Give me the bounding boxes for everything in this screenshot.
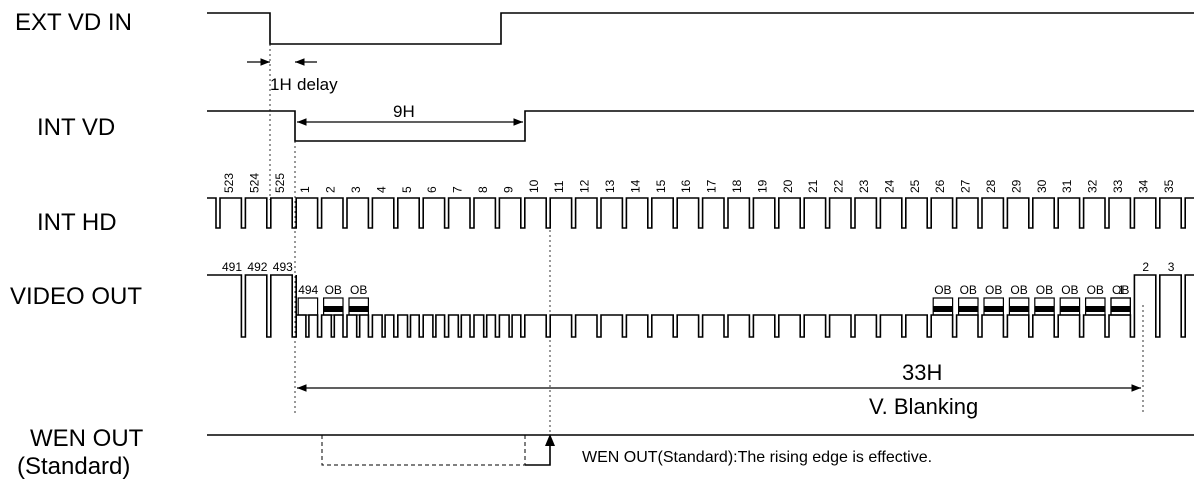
hd-number-label: 26 [933, 179, 947, 193]
hd-number-label: 31 [1060, 179, 1074, 193]
ob-fill [933, 306, 953, 312]
waveform-ext-vd-in [207, 12, 1194, 45]
hd-number-label: 28 [984, 179, 998, 193]
label-wen-out-standard: (Standard) [17, 453, 130, 480]
hd-number-label: 7 [451, 186, 465, 193]
label-ext-vd-in: EXT VD IN [15, 9, 132, 36]
v-blanking-label: V. Blanking [869, 394, 978, 419]
ob-fill [1060, 306, 1080, 312]
hd-number-label: 33 [1111, 179, 1125, 193]
wen-out-dashed-pulse [321, 434, 526, 466]
hd-number-label: 34 [1136, 179, 1150, 193]
hd-number-label: 525 [273, 173, 287, 193]
ob-fill [349, 306, 369, 312]
video-line-494-box [297, 297, 319, 316]
video-line-number-label: 493 [273, 260, 293, 274]
label-wen-out: WEN OUT [30, 425, 144, 452]
hd-number-label: 3 [349, 186, 363, 193]
label-video-out: VIDEO OUT [10, 283, 142, 310]
delay-word-label: delay [297, 75, 338, 94]
hd-number-label: 524 [247, 173, 261, 193]
ob-fill [958, 306, 978, 312]
ob-label: OB [1112, 283, 1129, 297]
ob-label: OB [1087, 283, 1104, 297]
waveform-int-vd [207, 110, 1194, 142]
wen-out-note: WEN OUT(Standard):The rising edge is eff… [582, 449, 932, 466]
hd-number-label: 4 [374, 186, 388, 193]
hd-number-label: 1 [298, 186, 312, 193]
hd-number-label: 27 [959, 179, 973, 193]
hd-number-label: 8 [476, 186, 490, 193]
hd-number-label: 16 [679, 179, 693, 193]
ob-label: OB [985, 283, 1002, 297]
video-out-trace [207, 274, 1194, 338]
hd-number-label: 2 [324, 186, 338, 193]
hd-number-label: 523 [222, 173, 236, 193]
hd-number-label: 9 [501, 186, 515, 193]
ob-label: OB [1010, 283, 1027, 297]
ob-fill [1009, 306, 1029, 312]
ob-fill [323, 306, 343, 312]
video-line-number-label: 2 [1142, 260, 1149, 274]
hd-number-label: 25 [908, 179, 922, 193]
ob-label: OB [934, 283, 951, 297]
hd-number-label: 19 [755, 179, 769, 193]
ob-fill [1085, 306, 1105, 312]
hd-number-label: 13 [603, 179, 617, 193]
hd-number-label: 14 [628, 179, 642, 193]
ob-label: OB [960, 283, 977, 297]
ob-label: OB [1061, 283, 1078, 297]
hd-number-label: 17 [705, 179, 719, 193]
ob-label: OB [325, 283, 342, 297]
video-line-number-label: 491 [222, 260, 242, 274]
label-int-vd: INT VD [37, 114, 115, 141]
label-int-hd: INT HD [37, 209, 117, 236]
hd-number-label: 5 [400, 186, 414, 193]
hd-number-label: 20 [781, 179, 795, 193]
ob-fill [1111, 306, 1131, 312]
nine-h-label: 9H [393, 102, 415, 121]
hd-number-label: 29 [1009, 179, 1023, 193]
hd-number-label: 18 [730, 179, 744, 193]
wen-out-rising-edge [525, 438, 551, 466]
hd-number-label: 6 [425, 186, 439, 193]
wen-out-edge-arrow [545, 434, 555, 446]
ob-label: OB [350, 283, 367, 297]
hd-number-label: 21 [806, 179, 820, 193]
hd-number-label: 24 [882, 179, 896, 193]
hd-number-label: 22 [832, 179, 846, 193]
hd-number-label: 35 [1162, 179, 1176, 193]
video-line-1-box [1110, 297, 1131, 316]
ob-fill [1034, 306, 1055, 312]
hd-number-label: 11 [552, 180, 566, 193]
ob-label: OB [1036, 283, 1053, 297]
thirtythree-h-label: 33H [902, 360, 942, 385]
video-line-494-label: 494 [298, 283, 318, 297]
hd-number-label: 30 [1035, 179, 1049, 193]
hd-number-label: 15 [654, 179, 668, 193]
hd-number-label: 12 [578, 179, 592, 193]
hd-number-label: 32 [1086, 179, 1100, 193]
video-line-1-label: 1 [1118, 283, 1125, 297]
waveform-int-hd [207, 197, 1194, 229]
video-line-number-label: 492 [247, 260, 267, 274]
video-line-number-label: 3 [1168, 260, 1175, 274]
hd-number-label: 23 [857, 179, 871, 193]
ob-fill [984, 306, 1004, 312]
hd-number-label: 10 [527, 179, 541, 193]
delay-1h-label: 1H [270, 75, 292, 94]
